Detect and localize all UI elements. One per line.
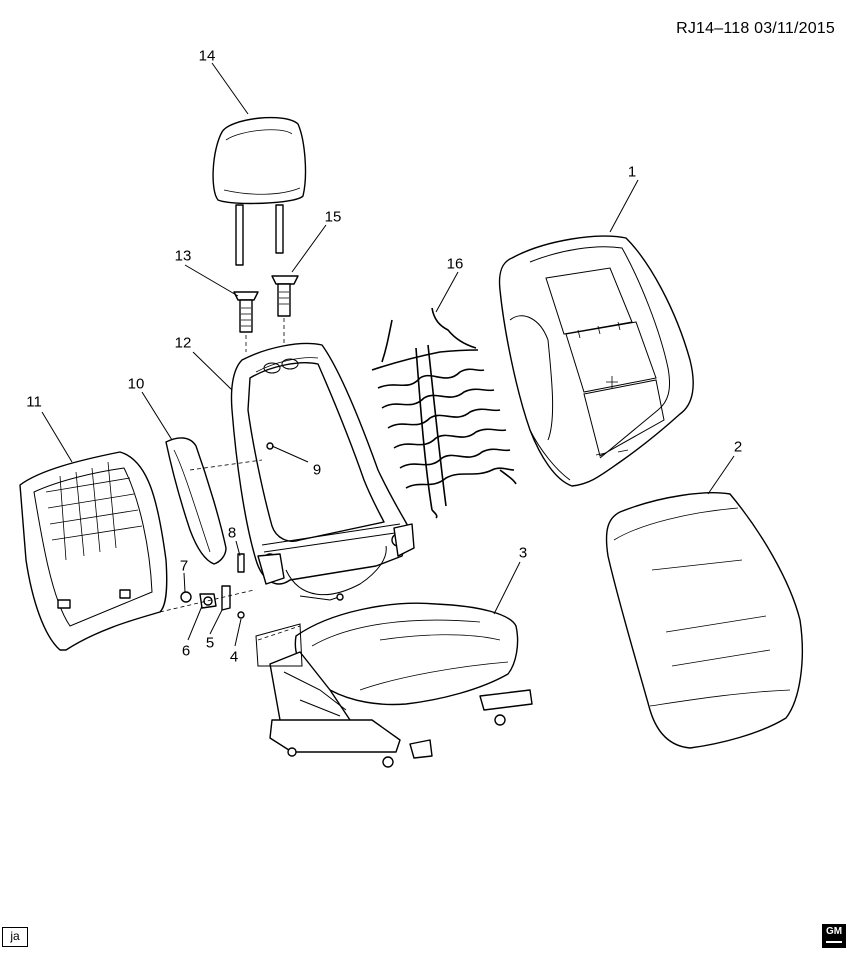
callout-9: 9 <box>312 461 322 479</box>
back-panel-drawing <box>19 451 168 651</box>
gm-logo-text: GM <box>825 926 843 937</box>
callout-7: 7 <box>179 557 189 575</box>
leader-lines <box>41 62 735 647</box>
callout-15: 15 <box>324 208 342 226</box>
seat-cushion-drawing <box>269 602 533 768</box>
spring-mat-drawing <box>371 307 517 519</box>
callout-5: 5 <box>205 634 215 652</box>
callout-6: 6 <box>181 642 191 660</box>
callout-11: 11 <box>26 393 42 411</box>
hardware-drawings <box>159 442 303 667</box>
callout-13: 13 <box>174 247 192 265</box>
callout-3: 3 <box>518 544 528 562</box>
callout-4: 4 <box>229 648 239 666</box>
callout-2: 2 <box>733 438 743 456</box>
callout-10: 10 <box>127 375 145 393</box>
seatback-cushion-drawing <box>498 235 694 487</box>
callout-12: 12 <box>174 334 192 352</box>
illustrator-tag: ja <box>2 927 28 947</box>
side-trim-drawing <box>165 437 227 565</box>
callout-1: 1 <box>627 163 637 181</box>
diagram-reference: RJ14–118 03/11/2015 <box>676 20 835 37</box>
headrest-drawing <box>212 116 307 266</box>
callout-14: 14 <box>198 47 216 65</box>
seatback-frame-drawing <box>230 342 415 601</box>
callout-16: 16 <box>446 255 464 273</box>
seatback-cover-drawing <box>605 492 804 749</box>
headrest-guide-drawings <box>233 275 299 352</box>
callout-8: 8 <box>227 524 237 542</box>
gm-logo: GM <box>822 924 846 948</box>
